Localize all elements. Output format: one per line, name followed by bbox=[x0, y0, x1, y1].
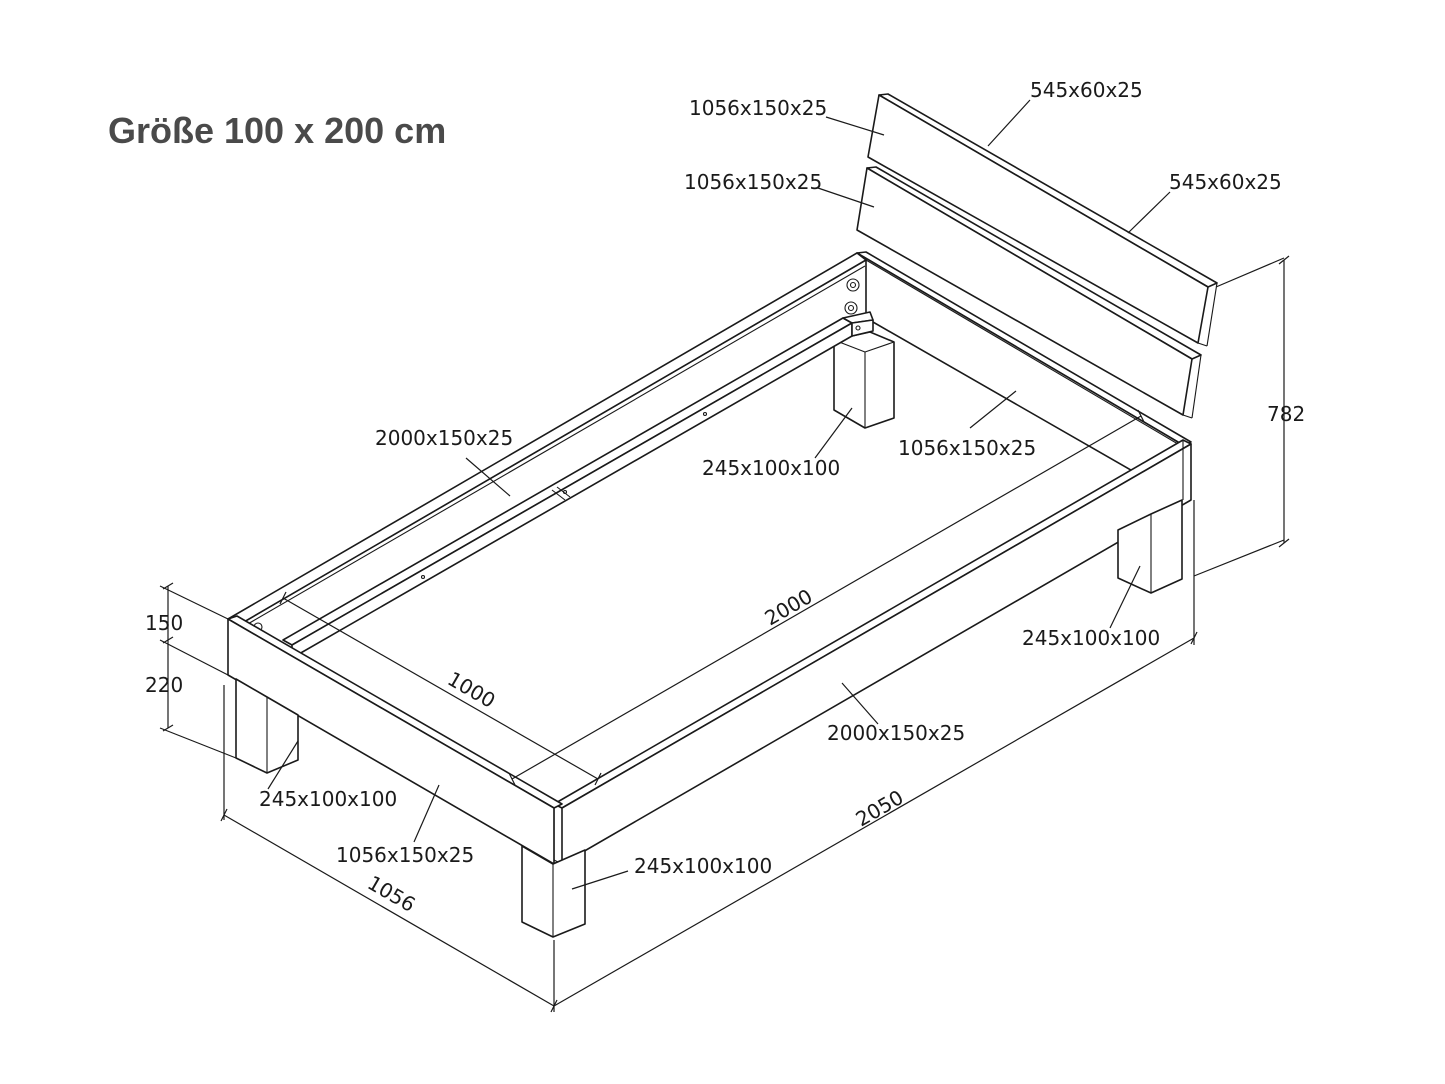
total-height-dimension bbox=[1193, 255, 1290, 577]
label-headboard-top-board: 1056x150x25 bbox=[689, 96, 827, 120]
label-right-side-rail: 2000x150x25 bbox=[827, 721, 965, 745]
label-total-height: 782 bbox=[1267, 402, 1305, 426]
label-front-leg-right: 245x100x100 bbox=[634, 854, 772, 878]
label-headboard-lower-board: 1056x150x25 bbox=[684, 170, 822, 194]
leader-lines bbox=[267, 99, 1171, 890]
center-support-beam-drawing bbox=[253, 311, 874, 659]
left-side-rail-drawing bbox=[227, 252, 867, 633]
height-dimension-lines bbox=[159, 582, 237, 759]
label-front-leg-left: 245x100x100 bbox=[259, 787, 397, 811]
page-title: Größe 100 x 200 cm bbox=[108, 110, 446, 151]
headboard-top-board bbox=[867, 93, 1218, 347]
label-headboard-lower-batten: 545x60x25 bbox=[1169, 170, 1282, 194]
front-leg-right-drawing bbox=[521, 845, 586, 938]
right-side-rail-drawing bbox=[553, 439, 1192, 865]
label-frame-height: 150 bbox=[145, 611, 183, 635]
label-foot-board: 1056x150x25 bbox=[336, 843, 474, 867]
back-leg-right-drawing bbox=[1117, 499, 1183, 594]
label-leg-height: 220 bbox=[145, 673, 183, 697]
total-length-dimension bbox=[553, 500, 1198, 1007]
inner-length-dimension bbox=[508, 409, 1145, 786]
label-left-side-rail: 2000x150x25 bbox=[375, 426, 513, 450]
total-width-dimension bbox=[220, 685, 558, 1013]
label-back-leg-right: 245x100x100 bbox=[1022, 626, 1160, 650]
back-leg-left-drawing bbox=[833, 331, 895, 429]
label-back-leg-left: 245x100x100 bbox=[702, 456, 840, 480]
inner-width-dimension bbox=[279, 591, 602, 786]
label-inner-length: 2000 bbox=[761, 584, 817, 630]
label-head-end-board: 1056x150x25 bbox=[898, 436, 1036, 460]
label-headboard-top-batten: 545x60x25 bbox=[1030, 78, 1143, 102]
headboard-lower-board bbox=[856, 166, 1202, 419]
label-total-width: 1056 bbox=[364, 871, 420, 917]
label-total-length: 2050 bbox=[852, 785, 908, 831]
